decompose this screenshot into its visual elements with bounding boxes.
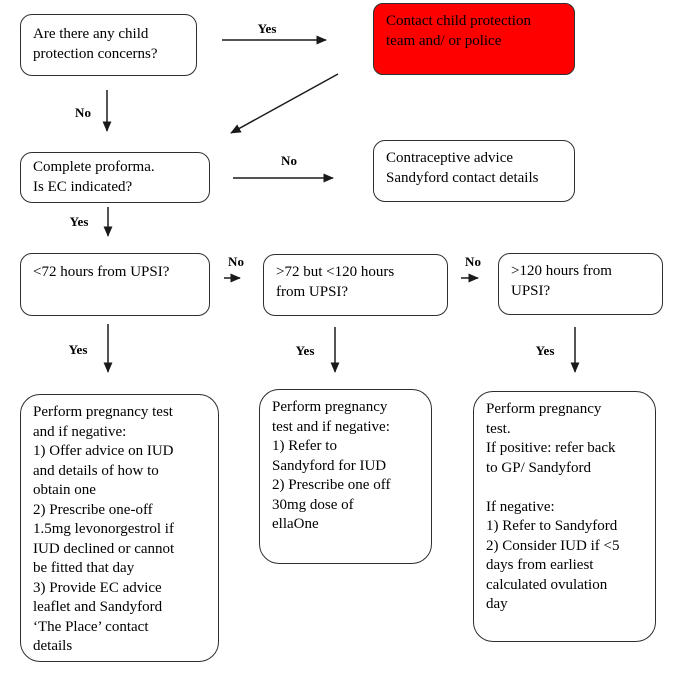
edge-label-no-ec: No <box>281 153 297 168</box>
edge-label-no-72to120: No <box>465 254 481 269</box>
edge-label-no-child-protection: No <box>75 105 91 120</box>
node-contraceptive-advice: Contraceptive advice Sandyford contact d… <box>373 140 575 202</box>
node-gt120-hours-question: >120 hours from UPSI? <box>498 253 663 315</box>
node-complete-proforma-question: Complete proforma. Is EC indicated? <box>20 152 210 203</box>
edge-label-yes-72to120: Yes <box>295 343 315 358</box>
edge-label-yes-ec: Yes <box>69 214 89 229</box>
node-outcome-lt72: Perform pregnancy test and if negative: … <box>20 394 219 662</box>
node-outcome-gt120: Perform pregnancy test. If positive: ref… <box>473 391 656 642</box>
node-child-protection-question: Are there any child protection concerns? <box>20 14 197 76</box>
edge-label-no-lt72: No <box>228 254 244 269</box>
edge-label-yes-lt72: Yes <box>68 342 88 357</box>
node-contact-child-protection-alert: Contact child protection team and/ or po… <box>373 3 575 75</box>
node-72to120-hours-question: >72 but <120 hours from UPSI? <box>263 254 448 316</box>
edge-label-yes-gt120: Yes <box>535 343 555 358</box>
edge-label-yes-top: Yes <box>257 21 277 36</box>
node-outcome-72to120: Perform pregnancy test and if negative: … <box>259 389 432 564</box>
arrow-contact-team-to-proforma <box>230 73 339 134</box>
node-lt72-hours-question: <72 hours from UPSI? <box>20 253 210 316</box>
